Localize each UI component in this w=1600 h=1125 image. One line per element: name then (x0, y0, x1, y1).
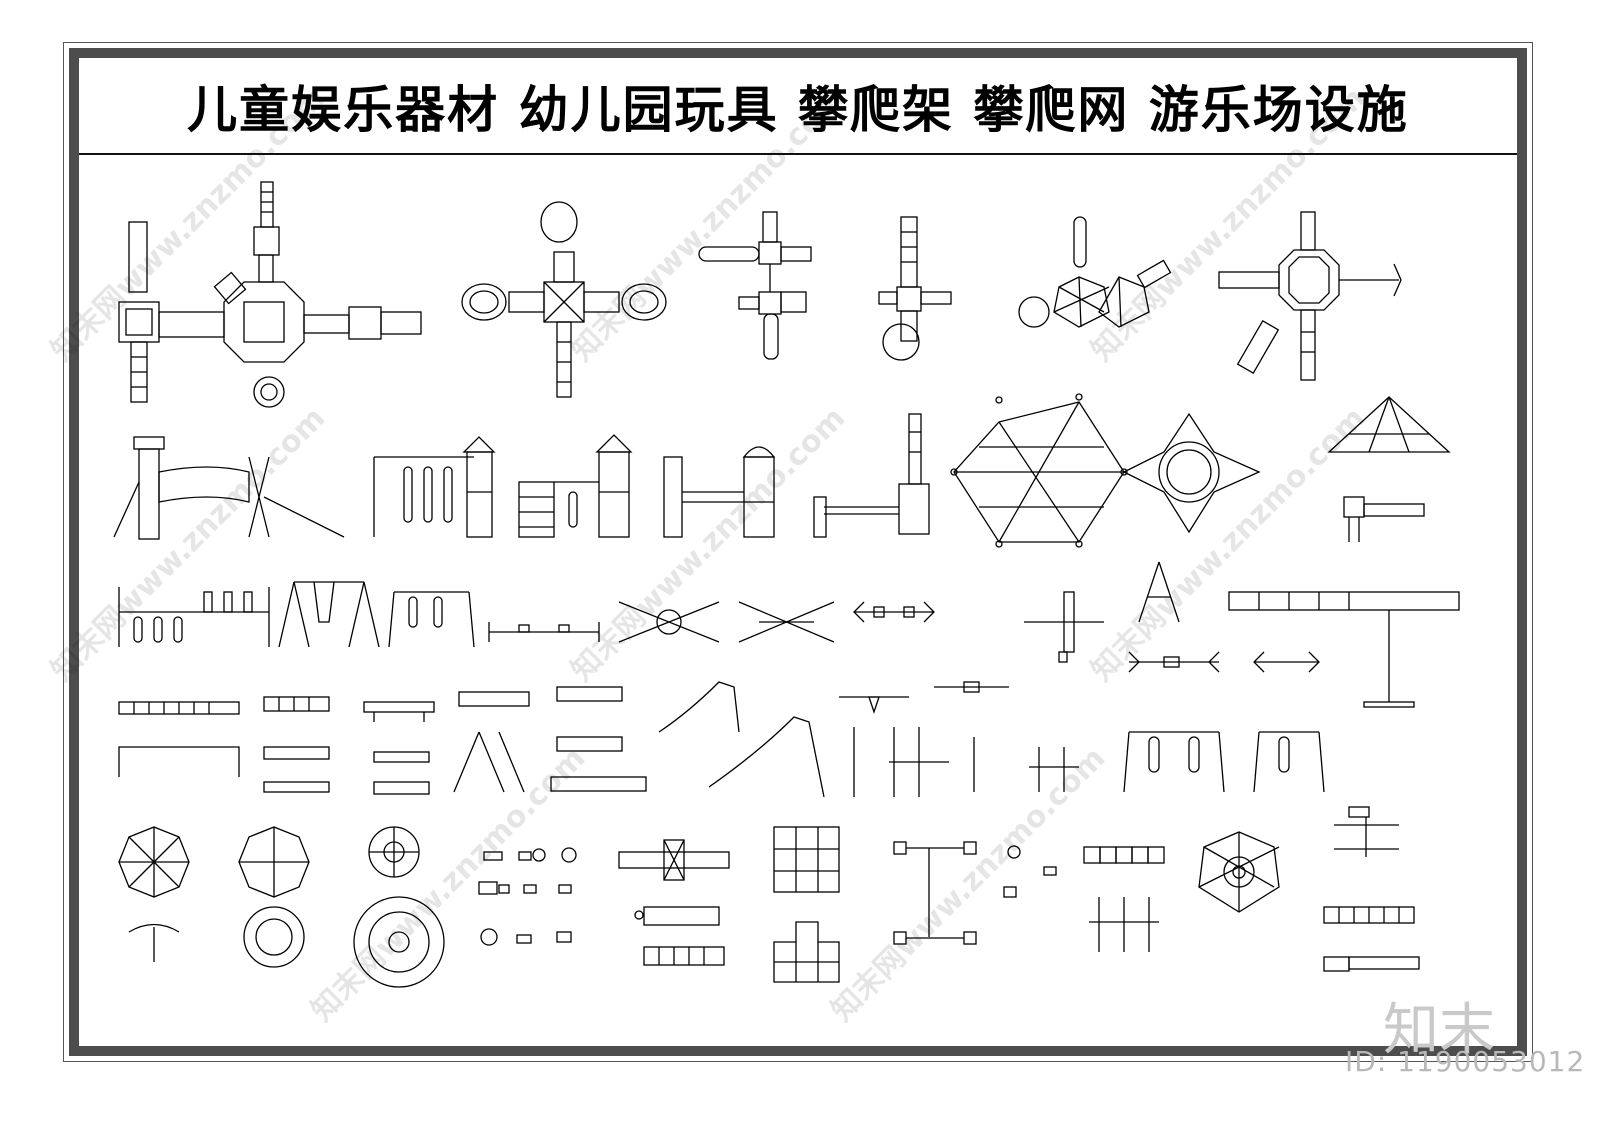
spring-rider-icons (478, 847, 577, 946)
spinner-large (353, 896, 445, 988)
swing-set-right-2 (1253, 651, 1320, 673)
pyramid-rope-net (1327, 396, 1451, 453)
playground-plan-6 (1218, 211, 1402, 381)
playground-plan-5 (1018, 216, 1172, 328)
bouncing-posts (1089, 897, 1159, 952)
balance-frame (363, 701, 435, 795)
large-slide (708, 716, 825, 798)
tunnel-slide-combo (1228, 591, 1460, 708)
drawing-title: 儿童娱乐器材 幼儿园玩具 攀爬架 攀爬网 游乐场设施 (187, 80, 1409, 139)
roundabout-elevation (128, 923, 180, 962)
site-logo-watermark: 知末 (1383, 998, 1495, 1063)
ladder-bar-2 (263, 696, 330, 712)
swing-set-row3 (118, 587, 270, 647)
spinner-plan (368, 826, 420, 878)
playground-plan-1 (118, 181, 422, 408)
swing-elevation-right-1 (1123, 731, 1225, 793)
tube-slide-elevation (113, 436, 345, 540)
grid-climber-stepped (773, 921, 840, 983)
rope-bridge-plan (634, 906, 720, 926)
ladder-bar-1 (118, 701, 240, 715)
title-bar: 儿童娱乐器材 幼儿园玩具 攀爬架 攀爬网 游乐场设施 (79, 58, 1517, 155)
spring-rider-side (1024, 591, 1104, 663)
outer-border (63, 42, 1533, 1062)
bridge-play-set-elevation (663, 446, 776, 538)
a-ladder (453, 731, 525, 793)
star-climbing-net (1122, 412, 1261, 534)
plank-bridge-plan (618, 839, 730, 881)
playground-plan-2 (461, 201, 667, 398)
swing-tower-elevation (373, 436, 496, 538)
climbing-frame-elevation (518, 434, 633, 538)
x-seesaw-plan (738, 601, 835, 643)
bench-step (458, 691, 530, 707)
a-frame-swing (278, 581, 380, 648)
double-seesaw-plan (853, 601, 935, 623)
hopscotch (1083, 846, 1165, 864)
hexagon-climbing-net (950, 393, 1128, 548)
rotating-seat-plan (618, 601, 720, 643)
roundabout-plan-2 (238, 826, 310, 898)
drawing-frame: 儿童娱乐器材 幼儿园玩具 攀爬架 攀爬网 游乐场设施 (69, 48, 1527, 1056)
small-spring-toys (1003, 845, 1057, 898)
small-spring-slide (1343, 496, 1425, 542)
climbing-ladder-plan (550, 686, 647, 792)
seesaw-small (839, 696, 909, 715)
playground-plan-3 (698, 211, 812, 360)
monkey-bars-side (118, 746, 240, 777)
grid-climber-square (773, 826, 840, 893)
swing-set-right-1 (1128, 651, 1220, 673)
image-id-watermark: ID: 1190053012 (1345, 1045, 1586, 1078)
parallel-bars-plan (893, 841, 977, 945)
hex-gazebo-plan (1198, 831, 1280, 913)
horizontal-ladder-right (1323, 906, 1415, 924)
small-slide (658, 681, 740, 733)
cad-drawing-canvas (79, 152, 1517, 1047)
seesaw-plan-right (1334, 806, 1399, 857)
swing-elevation-right-2 (1253, 731, 1325, 793)
playground-plan-4 (878, 216, 952, 361)
double-swing (388, 591, 475, 648)
spring-seesaw-vertical (853, 727, 1079, 797)
a-frame-climber (1138, 561, 1180, 623)
slide-plan-right (1323, 956, 1420, 972)
seesaw-bars (488, 622, 600, 642)
ladder-plan-bottom (643, 946, 725, 966)
carousel-plan (243, 906, 305, 968)
tower-rope-bridge-elevation (813, 413, 930, 538)
roundabout-plan-1 (118, 826, 190, 898)
ladder-bar-3 (263, 746, 330, 793)
seesaw-bar (934, 681, 1009, 693)
